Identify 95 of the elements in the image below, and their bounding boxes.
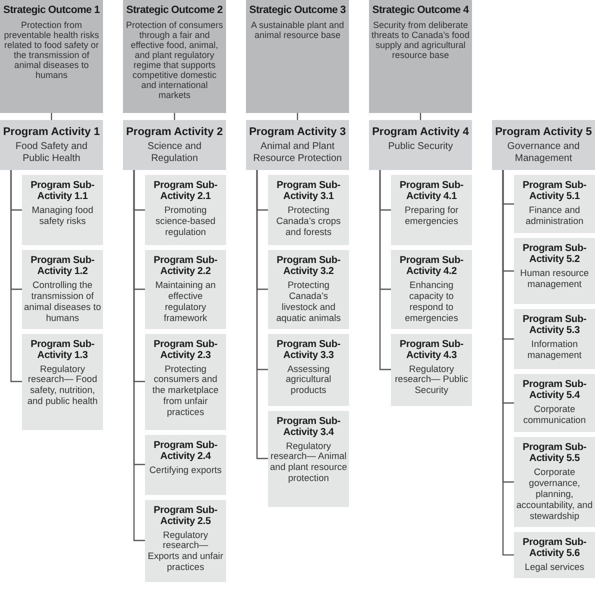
sub-activity-box — [514, 309, 595, 369]
box-heading: Program Sub-Activity 5.4 — [522, 379, 588, 401]
box-description: Governance and Management — [506, 141, 581, 164]
sub-activity-box — [22, 250, 103, 328]
sub-activity-box — [145, 500, 226, 582]
sub-activity-box — [145, 434, 226, 494]
box-heading: Strategic Outcome 1 — [2, 5, 101, 17]
outcome-box — [369, 0, 472, 113]
connector-line — [502, 170, 514, 556]
box-description: Regulatory research— Exports and unfair practices — [147, 530, 224, 573]
activity-box — [0, 120, 103, 170]
sub-activity-box — [145, 175, 226, 245]
sub-activity-box — [514, 532, 595, 578]
box-heading: Program Sub-Activity 3.2 — [276, 255, 342, 277]
sub-activity-box — [514, 175, 595, 233]
box-heading: Program Activity 5 — [495, 126, 592, 138]
sub-activity-box — [22, 175, 103, 245]
box-heading: Program Sub-Activity 1.1 — [30, 180, 96, 202]
connector-line — [256, 170, 268, 460]
sub-activity-box — [391, 334, 472, 406]
box-description: Information management — [526, 339, 583, 361]
box-heading: Program Sub-Activity 5.2 — [522, 243, 588, 265]
box-description: Protection from preventable health risks related to food safety or the transmission of animal diseases to humans — [2, 20, 100, 80]
sub-activity-box — [268, 250, 349, 328]
box-description: Protection of consumers through a fair and effective food, animal, and plant regulatory regime that supports competitive domestic and international markets — [125, 20, 224, 100]
box-description: Certifying exports — [148, 464, 223, 476]
box-description: Protecting consumers and the marketplace from unfair practices — [151, 364, 220, 418]
sub-activity-box — [22, 334, 103, 430]
box-description: Managing food safety risks — [30, 205, 94, 227]
activity-box — [123, 120, 226, 170]
box-description: Protecting Canada’s crops and forests — [275, 205, 342, 238]
box-heading: Program Sub-Activity 3.1 — [276, 180, 342, 202]
box-heading: Program Sub-Activity 2.4 — [152, 440, 218, 462]
box-heading: Program Sub-Activity 3.3 — [276, 338, 342, 360]
sub-activity-box — [268, 175, 349, 245]
sub-activity-box — [145, 250, 226, 328]
box-description: Enhancing capacity to respond to emergencies — [404, 280, 460, 324]
box-heading: Program Activity 1 — [3, 126, 100, 138]
box-description: Food Safety and Public Health — [14, 141, 88, 164]
box-description: Finance and administration — [524, 205, 584, 227]
connector-line — [133, 170, 145, 542]
box-heading: Program Sub-Activity 4.1 — [398, 180, 464, 202]
box-description: Legal services — [524, 562, 586, 573]
box-description: Regulatory research— Food safety, nutrition, and public health — [26, 364, 99, 407]
box-description: Assessing agricultural products — [284, 364, 332, 396]
box-description: Corporate communication — [522, 404, 587, 426]
box-heading: Program Sub-Activity 5.3 — [522, 314, 588, 336]
outcome-box — [0, 0, 103, 113]
box-heading: Program Sub-Activity 5.1 — [522, 180, 588, 202]
box-description: Preparing for emergencies — [404, 205, 460, 227]
box-heading: Program Sub-Activity 2.2 — [152, 255, 218, 277]
box-description: Regulatory research— Public Security — [394, 364, 470, 396]
sub-activity-box — [268, 410, 349, 506]
box-description: Controlling the transmission of animal diseases to humans — [24, 280, 101, 324]
box-heading: Program Sub-Activity 2.1 — [152, 180, 218, 202]
activity-box — [492, 120, 595, 170]
box-heading: Strategic Outcome 2 — [125, 5, 224, 17]
box-description: Public Security — [387, 141, 454, 153]
box-description: Promoting science-based regulation — [154, 205, 216, 238]
box-description: Security from deliberate threats to Canada’s food supply and agricultural resource base — [371, 20, 470, 60]
outcome-box — [123, 0, 226, 113]
box-description: Protecting Canada’s livestock and aquatic animals — [275, 280, 342, 324]
sub-activity-box — [268, 334, 349, 406]
box-heading: Program Activity 4 — [372, 126, 469, 138]
box-heading: Program Sub-Activity 5.5 — [522, 442, 588, 464]
box-description: Regulatory research— Animal and plant resource protection — [270, 440, 347, 484]
box-heading: Program Activity 3 — [249, 126, 346, 138]
outcome-box — [246, 0, 349, 113]
box-description: Human resource management — [519, 268, 590, 290]
box-description: Maintaining an effective regulatory framework — [154, 280, 217, 324]
box-heading: Strategic Outcome 3 — [248, 5, 347, 17]
box-heading: Program Sub-Activity 1.2 — [30, 255, 96, 277]
box-heading: Program Sub-Activity 4.3 — [398, 338, 464, 360]
box-heading: Program Sub-Activity 4.2 — [398, 255, 464, 277]
box-heading: Program Sub-Activity 2.3 — [152, 338, 218, 360]
sub-activity-box — [514, 374, 595, 432]
box-heading: Program Sub-Activity 2.5 — [152, 504, 218, 526]
box-heading: Program Sub-Activity 5.6 — [522, 537, 588, 559]
box-heading: Program Sub-Activity 1.3 — [30, 338, 96, 360]
box-description: Science and Regulation — [146, 141, 202, 164]
activity-box — [246, 120, 349, 170]
sub-activity-box — [145, 334, 226, 430]
box-description: Corporate governance, planning, accountability, and stewardship — [516, 467, 593, 522]
connector-line — [379, 170, 391, 370]
sub-activity-box — [391, 250, 472, 328]
sub-activity-box — [514, 238, 595, 304]
sub-activity-box — [514, 437, 595, 527]
connector-line — [10, 170, 22, 382]
box-heading: Program Activity 2 — [126, 126, 223, 138]
box-description: Animal and Plant Resource Protection — [252, 141, 343, 164]
box-description: A sustainable plant and animal resource base — [250, 20, 346, 40]
activity-box — [369, 120, 472, 170]
box-heading: Program Sub-Activity 3.4 — [276, 416, 342, 438]
box-heading: Strategic Outcome 4 — [371, 5, 470, 17]
sub-activity-box — [391, 175, 472, 245]
